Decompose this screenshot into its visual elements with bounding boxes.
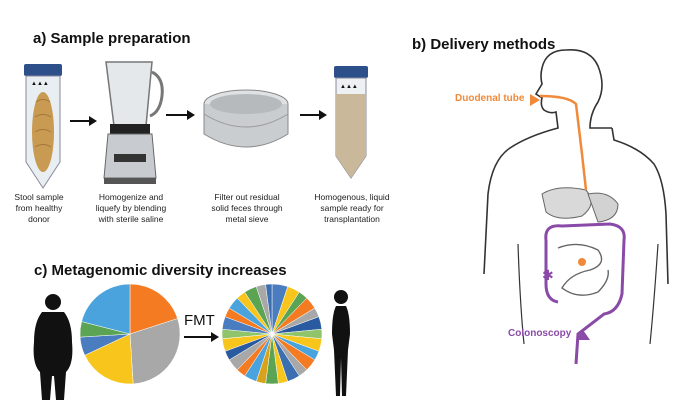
svg-text:▲▲▲: ▲▲▲ xyxy=(31,81,49,87)
panel-c-title: c) Metagenomic diversity increases xyxy=(34,262,287,279)
step-2-caption: Homogenize and liquefy by blending with … xyxy=(95,192,167,224)
step-arrow-3 xyxy=(300,110,327,120)
obese-person-silhouette-icon xyxy=(33,294,73,400)
slim-person-silhouette-icon xyxy=(332,290,350,396)
duodenal-pointer-icon xyxy=(530,94,540,106)
pie-before-slice-5 xyxy=(81,283,131,335)
step-3-caption: Filter out residual solid feces through … xyxy=(211,192,283,224)
svg-text:✱: ✱ xyxy=(542,267,554,283)
step-1-caption: Stool sample from healthy donor xyxy=(14,192,64,224)
stool-tube-image: ▲▲▲ xyxy=(24,64,62,189)
pie-chart-before xyxy=(79,283,181,385)
pie-before-slice-2 xyxy=(84,333,134,385)
blender-image xyxy=(103,61,164,184)
pie-after-slice-27 xyxy=(265,283,273,335)
colonoscopy-label: Colonoscopy xyxy=(508,328,572,339)
step-arrow-1 xyxy=(70,116,97,126)
metal-sieve-image xyxy=(203,89,289,148)
step-4-caption: Homogenous, liquid sample ready for tran… xyxy=(314,192,390,224)
panel-b-title: b) Delivery methods xyxy=(412,36,556,53)
pie-before-slice-1 xyxy=(129,318,181,385)
liquid-sample-tube-image: ▲▲▲ xyxy=(334,66,368,179)
step-arrow-2 xyxy=(166,110,195,120)
fmt-arrow xyxy=(184,332,219,342)
panel-a-title: a) Sample preparation xyxy=(33,30,191,47)
fmt-label: FMT xyxy=(184,312,215,329)
pie-chart-after xyxy=(221,283,323,385)
colonoscopy-pointer-icon xyxy=(576,330,590,340)
body-outline-image: ✱ xyxy=(483,49,669,365)
duodenal-tube-label: Duodenal tube xyxy=(455,93,525,104)
pie-before-slice-0 xyxy=(129,283,178,335)
svg-text:▲▲▲: ▲▲▲ xyxy=(340,84,358,90)
